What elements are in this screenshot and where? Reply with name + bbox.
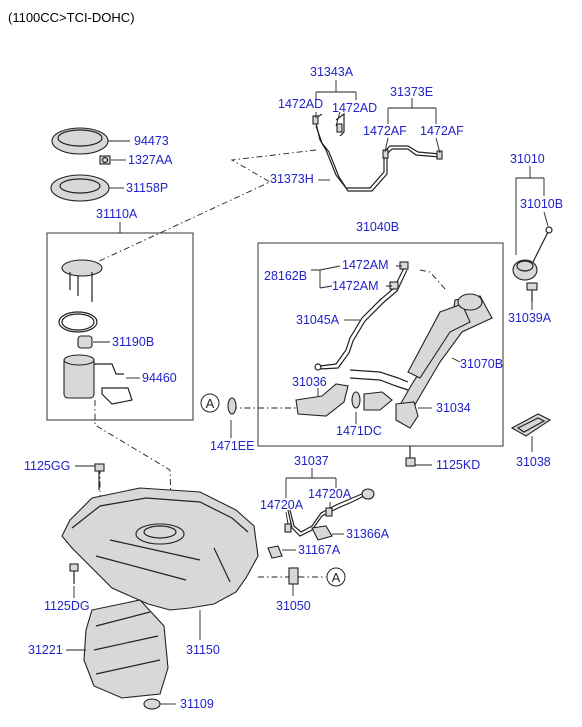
part-label-28162B[interactable]: 28162B — [264, 269, 307, 283]
part-label-31366A[interactable]: 31366A — [346, 527, 390, 541]
cap-31010 — [512, 226, 553, 281]
part-label-31190B[interactable]: 31190B — [112, 335, 154, 349]
bolt-1125DG — [69, 563, 79, 584]
hose-31036 — [295, 383, 349, 417]
diagram-title: (1100CC>TCI-DOHC) — [8, 10, 135, 25]
part-label-14720A-left[interactable]: 14720A — [260, 498, 304, 512]
part-label-94473[interactable]: 94473 — [134, 134, 169, 148]
part-label-1125GG[interactable]: 1125GG — [24, 459, 70, 473]
o-ring — [58, 311, 98, 333]
part-label-31070B[interactable]: 31070B — [460, 357, 503, 371]
part-label-31036[interactable]: 31036 — [292, 375, 327, 389]
part-label-1125DG[interactable]: 1125DG — [44, 599, 90, 613]
bracket-31034 — [395, 401, 419, 429]
filler-neck-box — [257, 242, 504, 447]
ring-31158P — [50, 174, 110, 202]
part-label-14720A-right[interactable]: 14720A — [308, 487, 352, 501]
part-label-31158P[interactable]: 31158P — [126, 181, 168, 195]
part-label-31050[interactable]: 31050 — [276, 599, 311, 613]
part-label-1327AA[interactable]: 1327AA — [128, 153, 173, 167]
gasket-94473 — [51, 127, 109, 155]
part-label-31343A[interactable]: 31343A — [310, 65, 354, 79]
part-label-31040B[interactable]: 31040B — [356, 220, 399, 234]
callout-a-upper-label: A — [206, 396, 215, 411]
part-label-1472AM-upper[interactable]: 1472AM — [342, 258, 389, 272]
clamp-1471DC — [351, 391, 393, 411]
part-label-31010B[interactable]: 31010B — [520, 197, 563, 211]
part-label-31373E[interactable]: 31373E — [390, 85, 433, 99]
callout-a-upper: A — [200, 393, 220, 413]
fuel-tank-31150 — [61, 487, 259, 611]
grommet-31109 — [143, 698, 161, 710]
bolt-1125GG — [94, 463, 105, 490]
pump-flange — [61, 259, 103, 302]
part-label-1472AF-left[interactable]: 1472AF — [363, 124, 407, 138]
part-label-31034[interactable]: 31034 — [436, 401, 471, 415]
part-label-31010[interactable]: 31010 — [510, 152, 545, 166]
part-label-1472AD-right[interactable]: 1472AD — [332, 101, 377, 115]
pad-31038 — [510, 413, 552, 437]
bolt-1125KD — [405, 446, 416, 467]
nut-1327AA — [99, 155, 111, 165]
clip-31366A — [311, 525, 333, 541]
callout-a-lower: A — [326, 567, 346, 587]
part-label-31373H[interactable]: 31373H — [270, 172, 314, 186]
part-label-31167A[interactable]: 31167A — [298, 543, 341, 557]
pump-body-94460 — [63, 354, 133, 405]
clip-31167A — [267, 545, 283, 559]
part-label-1472AM-lower[interactable]: 1472AM — [332, 279, 379, 293]
filter-31190B — [77, 335, 93, 349]
part-label-31038[interactable]: 31038 — [516, 455, 551, 469]
part-label-31110A[interactable]: 31110A — [96, 207, 138, 221]
callout-a-lower-label: A — [332, 570, 341, 585]
screw-31039A — [526, 282, 538, 302]
part-label-31150[interactable]: 31150 — [186, 643, 220, 657]
valve-31050 — [288, 567, 299, 585]
part-label-1471DC[interactable]: 1471DC — [336, 424, 382, 438]
part-label-1472AD-left[interactable]: 1472AD — [278, 97, 323, 111]
part-label-1471EE[interactable]: 1471EE — [210, 439, 254, 453]
part-label-31039A[interactable]: 31039A — [508, 311, 552, 325]
part-label-1125KD[interactable]: 1125KD — [436, 458, 480, 472]
part-label-31221[interactable]: 31221 — [28, 643, 63, 657]
shield-31221 — [83, 599, 169, 699]
part-label-94460[interactable]: 94460 — [142, 371, 177, 385]
part-label-31045A[interactable]: 31045A — [296, 313, 340, 327]
breather-hose-31045A — [314, 261, 409, 371]
part-label-1472AF-right[interactable]: 1472AF — [420, 124, 464, 138]
clamp-1471EE — [227, 397, 237, 415]
part-label-31037[interactable]: 31037 — [294, 454, 329, 468]
part-label-31109[interactable]: 31109 — [180, 697, 214, 711]
